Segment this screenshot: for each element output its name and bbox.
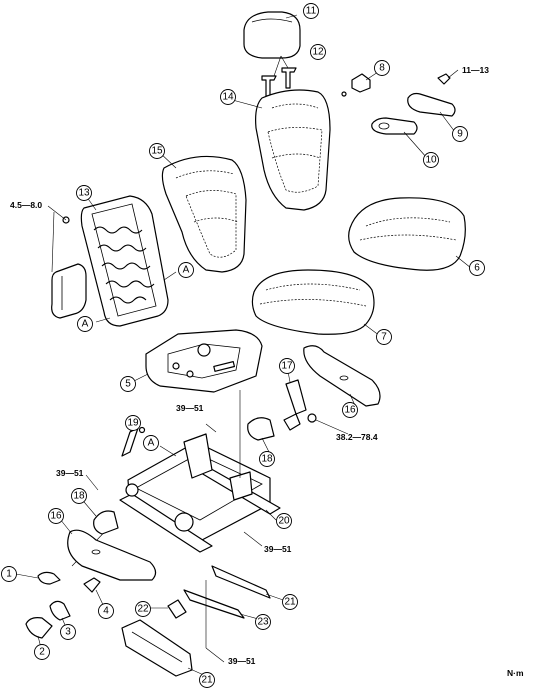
svg-text:A: A [148,438,155,449]
svg-text:19: 19 [127,418,139,429]
side-shield-right [303,345,381,407]
bracket-19 [121,426,146,457]
callout-2: 2 [34,644,50,660]
callout-16-left: 16 [48,508,64,524]
callout-8: 8 [374,60,390,76]
torque-38-2-78-4: 38.2—78.4 [336,432,378,442]
seatback-frame [62,195,169,327]
recliner-lever [341,73,456,135]
torque-39-51-left: 39—51 [56,468,84,478]
svg-text:9: 9 [457,129,463,140]
svg-text:10: 10 [425,155,437,166]
svg-text:16: 16 [50,511,62,522]
seatbelt-buckle [283,379,317,431]
svg-text:23: 23 [257,617,269,628]
torque-39-51-mid: 39—51 [264,544,292,554]
svg-text:12: 12 [312,47,324,58]
callout-4: 4 [98,603,114,619]
svg-text:7: 7 [381,332,387,343]
torque-4-5-8-0: 4.5—8.0 [10,200,42,210]
cover-18-left [93,510,119,535]
svg-text:A: A [82,319,89,330]
svg-text:18: 18 [261,454,273,465]
lumbar-pad [51,263,87,319]
callout-5: 5 [120,376,136,392]
svg-text:8: 8 [379,63,385,74]
svg-text:5: 5 [125,379,131,390]
callout-11: 11 [303,3,319,19]
unit-label: N·m [507,668,524,678]
callout-a-right: A [178,262,194,278]
seat-track-frame [71,390,281,567]
callout-1: 1 [1,566,17,582]
svg-text:17: 17 [281,361,293,372]
svg-text:3: 3 [65,627,71,638]
cover-18-right [247,417,275,441]
callout-14: 14 [220,89,236,105]
callout-21-bottom: 21 [199,672,215,688]
callout-18-left: 18 [71,488,87,504]
lower-rails [121,565,271,677]
svg-text:6: 6 [474,263,480,274]
seatback-cushion [255,89,331,211]
svg-text:21: 21 [284,597,296,608]
callout-6: 6 [469,260,485,276]
svg-text:14: 14 [222,92,234,103]
svg-text:18: 18 [73,491,85,502]
callout-12: 12 [310,44,326,60]
callout-10: 10 [423,152,439,168]
svg-text:11: 11 [306,6,317,17]
callout-a-left: A [77,316,93,332]
torque-39-51-bottom: 39—51 [228,656,256,666]
headrest [243,11,301,59]
svg-text:13: 13 [78,188,90,199]
side-shield-left [67,529,157,581]
callout-18-right: 18 [259,451,275,467]
seat-pan [145,329,263,393]
callout-19: 19 [125,415,141,431]
callout-20: 20 [276,513,292,529]
recliner-knob-parts [25,571,101,639]
callout-13: 13 [76,185,92,201]
callout-16-right: 16 [342,402,358,418]
callout-17: 17 [279,358,295,374]
callout-21-top: 21 [282,594,298,610]
seatback-back-panel [161,155,247,273]
svg-text:2: 2 [39,647,45,658]
seat-cushion-pad [251,269,375,335]
callout-22: 22 [135,601,151,617]
callout-3: 3 [60,624,76,640]
svg-text:4: 4 [103,606,109,617]
svg-text:20: 20 [278,516,290,527]
callout-15: 15 [149,143,165,159]
callout-23: 23 [255,614,271,630]
svg-text:21: 21 [201,675,213,686]
svg-text:15: 15 [151,146,163,157]
callout-a-track: A [143,435,159,451]
callout-9: 9 [452,126,468,142]
seat-cushion-cover [348,197,466,271]
torque-39-51-top: 39—51 [176,403,204,413]
svg-text:16: 16 [344,405,356,416]
svg-text:22: 22 [137,604,149,615]
svg-text:A: A [183,265,190,276]
torque-11-13: 11—13 [462,65,489,75]
callout-7: 7 [376,329,392,345]
svg-text:1: 1 [6,569,12,580]
